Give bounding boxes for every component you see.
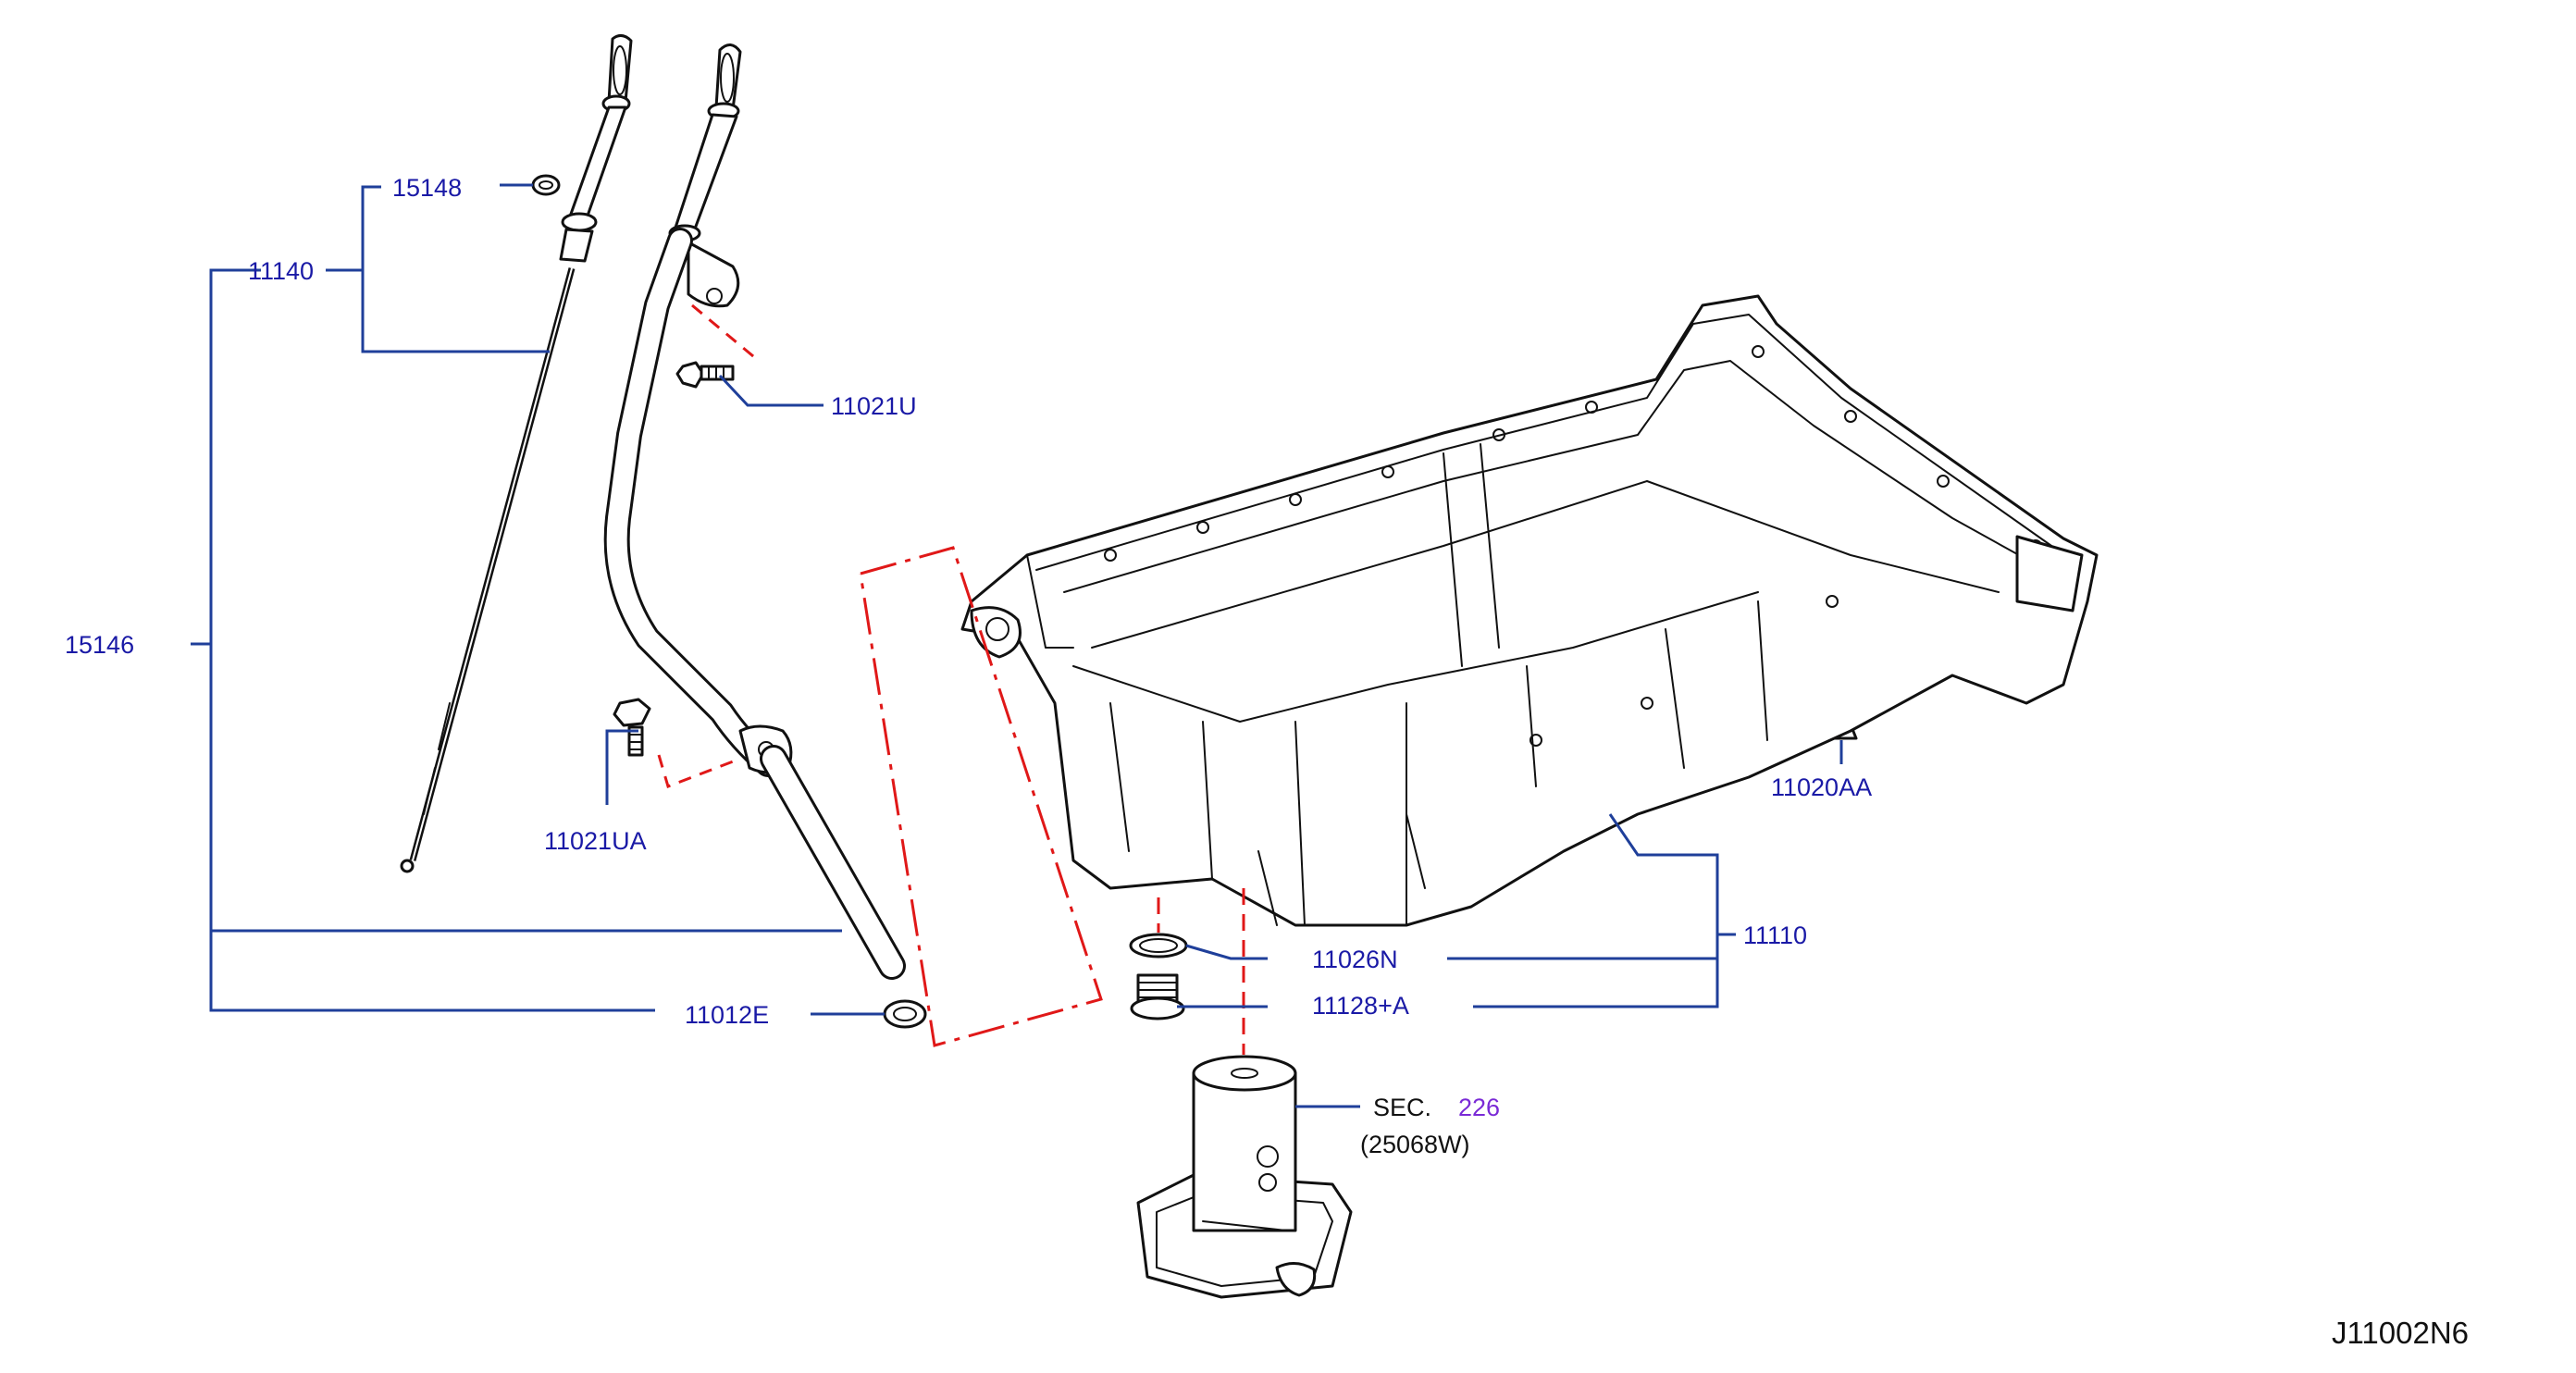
oil-pan-drawing: [960, 294, 2099, 927]
gasket-11026n-drawing: [1129, 933, 1188, 959]
section-ref-25068w: (25068W): [1360, 1131, 1470, 1158]
label-11020aa[interactable]: 11020AA: [1771, 773, 1872, 801]
section-prefix: SEC.: [1373, 1094, 1431, 1121]
label-11021ua[interactable]: 11021UA: [544, 827, 647, 855]
leader-lines: [191, 183, 1843, 1108]
diagram-code: J11002N6: [2332, 1316, 2469, 1350]
label-11021u[interactable]: 11021U: [831, 392, 917, 420]
washer-11012e-drawing: [883, 999, 927, 1029]
label-15146[interactable]: 15146: [65, 631, 134, 659]
section-link-226[interactable]: 226: [1458, 1094, 1500, 1121]
dipstick-guide-tube-drawing: [603, 43, 906, 980]
label-11140[interactable]: 11140: [248, 257, 314, 285]
dipstick-drawing: [400, 34, 633, 873]
label-11026n[interactable]: 11026N: [1312, 946, 1398, 973]
bolt-11021u-drawing: [675, 361, 735, 389]
drain-plug-11128a-drawing: [1130, 973, 1185, 1020]
label-11110[interactable]: 11110: [1743, 922, 1807, 949]
label-11012e[interactable]: 11012E: [685, 1001, 769, 1029]
assembly-dashed-lines: [657, 303, 1245, 1055]
bolt-11021ua-drawing: [613, 698, 651, 757]
oil-filter-housing-drawing: [1136, 1055, 1353, 1299]
o-ring-15148-drawing: [531, 174, 561, 196]
label-11128a[interactable]: 11128+A: [1312, 992, 1409, 1020]
label-15148[interactable]: 15148: [392, 174, 462, 202]
